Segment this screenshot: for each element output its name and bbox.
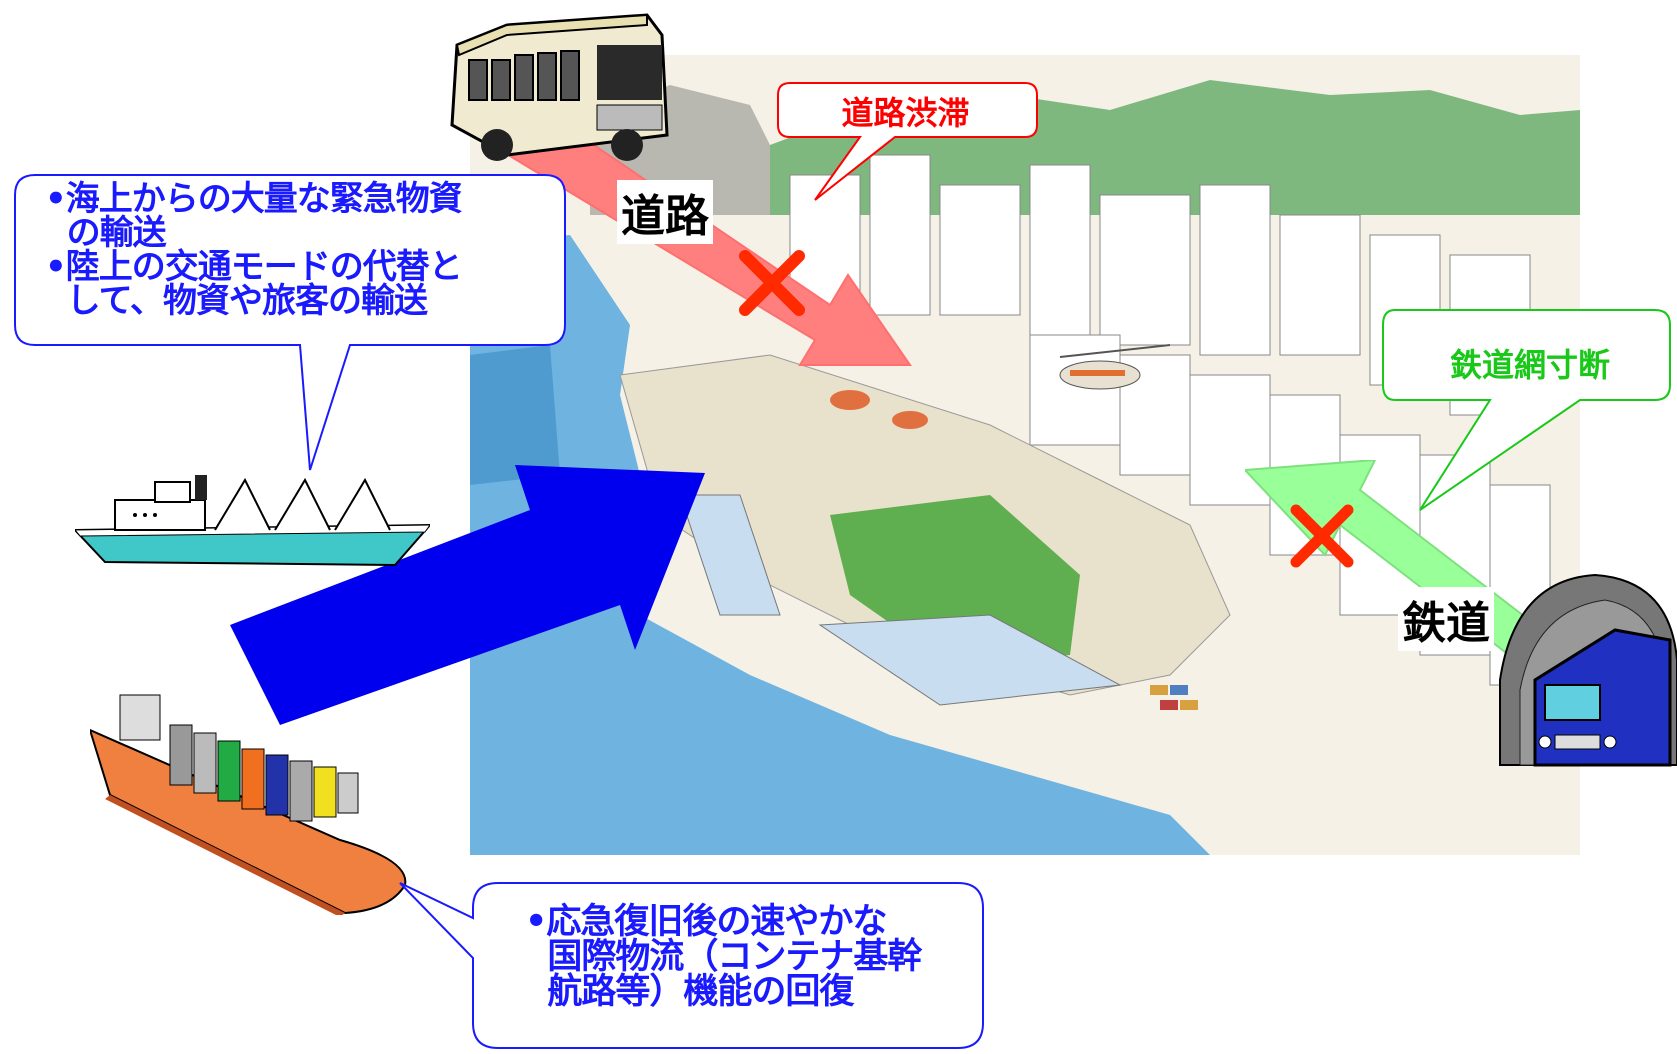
bubble-top-left-text: •海上からの大量な緊急物資 の輸送 •陸上の交通モードの代替と して、物資や旅客… bbox=[45, 179, 463, 321]
bubble-top-left-line-3: •陸上の交通モードの代替と bbox=[45, 247, 463, 287]
road-congestion-label: 道路渋滞 bbox=[841, 94, 970, 132]
bubble-top-left-line-4: して、物資や旅客の輸送 bbox=[45, 281, 428, 321]
speech-bubble-top-left bbox=[14, 174, 566, 471]
bubble-bottom-line-1: •応急復旧後の速やかな bbox=[525, 902, 887, 942]
bus-icon bbox=[450, 13, 669, 161]
rail-cut-callout bbox=[1382, 309, 1671, 511]
rail-cut-label: 鉄道網寸断 bbox=[1449, 346, 1610, 384]
rail-mode-label: 鉄道 bbox=[1398, 587, 1494, 651]
bubble-bottom-text: •応急復旧後の速やかな 国際物流（コンテナ基幹 航路等）機能の回復 bbox=[525, 902, 922, 1012]
road-mode-label: 道路 bbox=[617, 180, 713, 244]
container-ship-icon bbox=[90, 694, 407, 915]
bubble-bottom-line-3: 航路等）機能の回復 bbox=[525, 972, 854, 1012]
ferry-ship-icon bbox=[75, 475, 430, 567]
road-blocked-cross-icon bbox=[739, 250, 805, 316]
rail-blocked-cross-icon bbox=[1290, 504, 1354, 568]
speech-bubble-bottom bbox=[399, 882, 984, 1049]
sea-arrow bbox=[230, 465, 705, 725]
bubble-bottom-line-2: 国際物流（コンテナ基幹 bbox=[525, 937, 922, 977]
train-in-tunnel-icon bbox=[1499, 573, 1677, 767]
bubble-top-left-line-1: •海上からの大量な緊急物資 bbox=[45, 179, 463, 219]
bubble-top-left-line-2: の輸送 bbox=[45, 213, 167, 253]
road-congestion-callout bbox=[777, 82, 1038, 201]
